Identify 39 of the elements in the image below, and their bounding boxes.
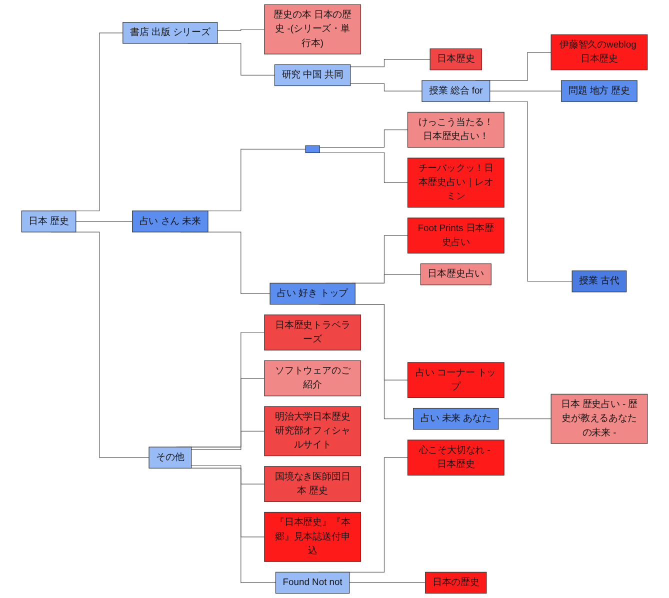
connector — [490, 90, 562, 92]
node-box: 心こそ大切なれ - 日本歴史 — [407, 440, 504, 476]
node-box: 占い 未来 あなた — [413, 408, 499, 430]
node-box: けっこう当たる！日本歴史占い！ — [407, 112, 504, 148]
connector — [191, 465, 265, 484]
connector — [191, 430, 265, 450]
node-box: 日本歴史 — [430, 48, 482, 70]
connector — [76, 221, 133, 222]
node-box: チーバックッ！日本歴史占い｜レオミン — [407, 158, 504, 208]
connector — [498, 418, 552, 420]
connector — [350, 83, 422, 92]
node-box: 明治大学日本歴史研究部オフィシャルサイト — [264, 406, 362, 456]
node-box: Foot Prints 日本歴史占い — [407, 218, 504, 254]
connector — [349, 582, 426, 584]
connector — [319, 152, 408, 183]
node-box: 日本 歴史占い - 歴史が教えるあなたの未来 - — [550, 394, 648, 444]
node-box: 日本歴史トラベラーズ — [264, 314, 362, 350]
node-box: 授業 古代 — [572, 270, 627, 292]
node-box: 日本 歴史 — [21, 210, 76, 232]
node-box — [305, 145, 320, 154]
node-box: 問題 地方 歴史 — [561, 80, 638, 102]
node-box: 『日本歴史』『本郷』見本誌送付申込 — [264, 512, 362, 562]
node-box: 占い 好き トップ — [270, 282, 356, 305]
node-box: 書店 出版 シリーズ — [122, 22, 218, 44]
node-box: 歴史の本 日本の歴史 -(シリーズ・単行本) — [264, 4, 362, 54]
node-box: 研究 中国 共同 — [274, 64, 351, 86]
node-box: 授業 総合 for — [422, 80, 490, 102]
node-box: その他 — [148, 446, 192, 468]
node-box: ソフトウェアのご紹介 — [264, 360, 362, 396]
node-box: 占い コーナー トップ — [407, 362, 504, 398]
connector — [217, 29, 265, 31]
node-box: 日本歴史占い — [420, 263, 492, 286]
node-box: Found Not not — [275, 572, 350, 594]
connector — [350, 59, 430, 68]
node-box: 国境なき医師団日本 歴史 — [264, 466, 362, 502]
node-box: 日本の歴史 — [425, 572, 487, 594]
connector — [319, 130, 408, 148]
node-box: 伊藤智久のweblog 日本歴史 — [550, 34, 648, 70]
node-box: 占い さん 未来 — [132, 210, 208, 232]
